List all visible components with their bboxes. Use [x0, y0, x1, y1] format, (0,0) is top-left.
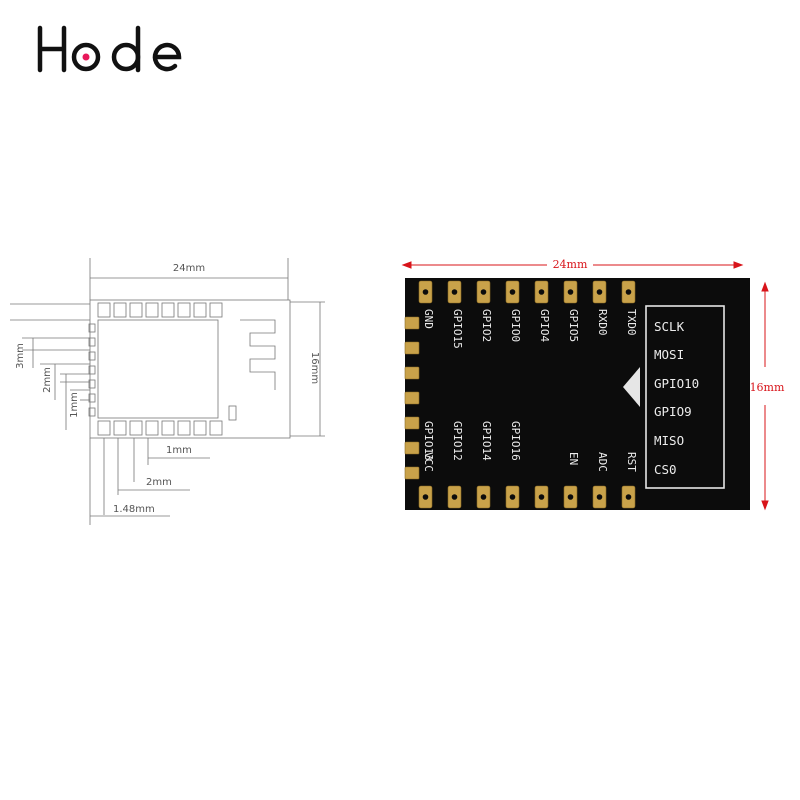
photo-width-dim: 24mm [553, 258, 588, 271]
dim-1mm-left: 1mm [69, 392, 80, 418]
right-pin-label: MISO [654, 433, 684, 448]
right-pin-label: SCLK [654, 319, 685, 334]
bottom-pin-label: GPIO16 [509, 421, 522, 461]
dim-2mm-bottom: 2mm [146, 477, 172, 488]
top-pin-label: GPIO0 [509, 309, 522, 342]
right-pin-label: MOSI [654, 347, 684, 362]
photo-height-dim: 16mm [750, 381, 785, 394]
bottom-pin-label: EN [567, 452, 580, 465]
bottom-pin-label: ADC [596, 452, 609, 472]
right-pin-label: CS0 [654, 462, 677, 477]
top-pin-label: RXD0 [596, 309, 609, 336]
top-pin-label: GPIO4 [538, 309, 551, 342]
bottom-pin-label: VCC [422, 452, 435, 472]
top-pin-label: TXD0 [625, 309, 638, 336]
dim-1mm-bottom: 1mm [166, 445, 192, 456]
dim-2mm-left: 2mm [42, 367, 53, 393]
dim-height: 16mm [309, 352, 320, 384]
bottom-pin-label: GPIO12 [451, 421, 464, 461]
right-pin-label: GPIO10 [654, 376, 699, 391]
bottom-pin-label: GPIO14 [480, 421, 493, 461]
top-pin-label: GPIO15 [451, 309, 464, 349]
bottom-pin-label: GPIO13 [422, 421, 435, 461]
brand-logo: Hode [34, 20, 194, 76]
top-pin-label: GND [422, 309, 435, 329]
label-box [645, 305, 725, 489]
board [405, 278, 750, 510]
dim-148mm-bottom: 1.48mm [113, 504, 155, 515]
logo-accent-dot [82, 53, 90, 61]
top-pin-label: GPIO2 [480, 309, 493, 342]
pin1-marker-icon [623, 367, 640, 407]
right-pin-label: GPIO9 [654, 404, 692, 419]
dim-3mm: 3mm [15, 343, 26, 369]
brand-logo-mark [37, 25, 182, 73]
bottom-pin-label: RST [625, 452, 638, 472]
top-pin-label: GPIO5 [567, 309, 580, 342]
module-photo: 24mm 16mm [401, 258, 785, 511]
module-dimension-drawing: 24mm 16mm 3mm 2mm 1mm 1mm 2mm 1.48mm [10, 258, 325, 525]
dim-width: 24mm [173, 263, 205, 274]
